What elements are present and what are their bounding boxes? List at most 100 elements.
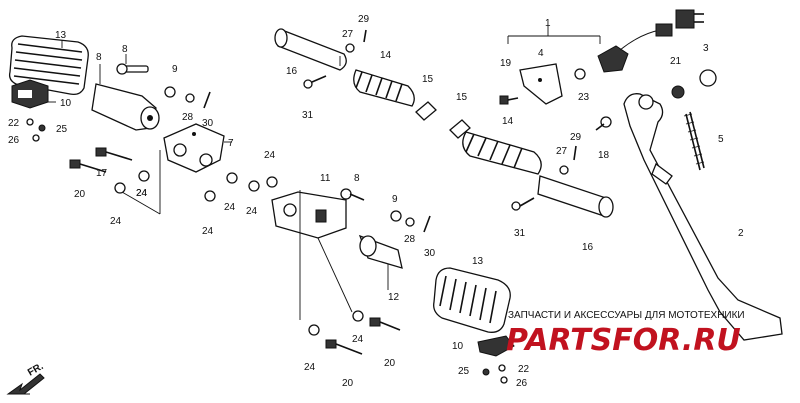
callout-24-d: 24 (224, 202, 236, 213)
callout-8-upper: 8 (122, 44, 128, 55)
washer-24-h (308, 324, 320, 336)
callout-24-g: 24 (352, 334, 364, 345)
callout-17: 17 (96, 168, 108, 179)
stand-spring (683, 111, 705, 171)
callout-13-upper: 13 (55, 30, 67, 41)
callout-22-lower: 22 (518, 364, 530, 375)
callout-8-lower: 8 (354, 173, 360, 184)
callout-25-lower: 25 (458, 366, 470, 377)
pivot-pin-upper-left (116, 63, 149, 75)
nut-21 (671, 85, 685, 99)
callout-9-lower: 9 (392, 194, 398, 205)
bolt-20-left (69, 159, 107, 173)
bolt-17 (95, 147, 133, 161)
footpeg-rubber-right (433, 267, 511, 333)
callout-12-upper: 12 (388, 292, 400, 303)
callout-30-lower: 30 (424, 248, 436, 259)
step-rubber-lower (462, 131, 542, 175)
washer-22-right (498, 364, 506, 372)
bolt-31-lower (511, 197, 535, 211)
cap-3 (699, 69, 717, 87)
bolt-20-bottom (325, 339, 363, 355)
callout-23: 23 (578, 92, 590, 103)
bolt-19 (499, 95, 519, 105)
callout-24-h: 24 (304, 362, 316, 373)
callout-15-lower: 15 (456, 92, 468, 103)
callout-27-lower: 27 (556, 146, 568, 157)
rubber-holder-left (11, 79, 49, 109)
watermark-subtitle: ЗАПЧАСТИ И АКСЕССУАРЫ ДЛЯ МОТОТЕХНИКИ (508, 310, 745, 321)
callout-27-upper: 27 (342, 29, 354, 40)
bolt-20-mid (369, 317, 401, 331)
callout-20-mid: 20 (384, 358, 396, 369)
callout-10-left: 10 (60, 98, 72, 109)
callout-24-e: 24 (246, 206, 258, 217)
washer-23 (574, 68, 586, 80)
callout-24-b: 24 (136, 188, 148, 199)
callout-1: 1 (545, 18, 551, 29)
callout-24-f: 24 (264, 150, 276, 161)
footpeg-arm-right (358, 234, 403, 269)
callout-28-lower: 28 (404, 234, 416, 245)
callout-24-a: 24 (110, 216, 122, 227)
front-direction-label: FR. (26, 361, 46, 379)
callout-25-left: 25 (56, 124, 68, 135)
step-bracket-left (163, 123, 225, 173)
callout-31-lower: 31 (514, 228, 526, 239)
spring-9-left (164, 86, 176, 98)
cotter-pin-29-upper (363, 29, 367, 43)
washer-24-c (204, 190, 216, 202)
callout-26-lower: 26 (516, 378, 528, 389)
callout-24-c: 24 (202, 226, 214, 237)
watermark-brand: PARTSFOR.RU (506, 323, 741, 358)
step-bracket-right (271, 191, 347, 239)
callout-15-upper: 15 (422, 74, 434, 85)
callout-29-lower: 29 (570, 132, 582, 143)
callout-16-lower: 16 (582, 242, 594, 253)
callout-29-upper: 29 (358, 14, 370, 25)
callout-14-upper: 14 (380, 50, 392, 61)
washer-27-lower (559, 165, 569, 175)
bolt-26-left (32, 134, 40, 142)
callout-9-upper: 9 (172, 64, 178, 75)
washer-10-right (405, 217, 415, 227)
washer-24-f (266, 176, 278, 188)
washer-22-left (26, 118, 34, 126)
bolt-31-upper (303, 75, 327, 89)
watermark: ЗАПЧАСТИ И АКСЕССУАРЫ ДЛЯ МОТОТЕХНИКИ PA… (506, 310, 745, 358)
side-stand-switch (597, 9, 704, 73)
washer-24-d (226, 172, 238, 184)
front-direction-arrow: FR. (6, 361, 46, 395)
callout-22-left: 22 (8, 118, 20, 129)
cotter-pin-30-left (203, 91, 211, 109)
callout-18: 18 (598, 150, 610, 161)
footpeg-arm-left (91, 83, 160, 131)
callout-2: 2 (738, 228, 744, 239)
washer-24-g (352, 310, 364, 322)
callout-14-lower: 14 (502, 116, 514, 127)
callout-26-left: 26 (8, 135, 20, 146)
washer-15-lower (449, 119, 471, 139)
callout-11: 11 (320, 173, 331, 184)
spring-9-right (390, 210, 402, 222)
washer-15-upper (415, 101, 437, 121)
washer-24-a (114, 182, 126, 194)
pivot-pin-lower (340, 188, 365, 201)
bolt-26-right (500, 376, 508, 384)
callout-13-lower: 13 (472, 256, 484, 267)
nut-25-right (482, 368, 490, 376)
switch-plate (519, 63, 563, 105)
callout-19: 19 (500, 58, 512, 69)
bolt-18 (595, 116, 612, 131)
callout-20-left: 20 (74, 189, 86, 200)
washer-24-b (138, 170, 150, 182)
callout-10-lower: 10 (452, 341, 464, 352)
rubber-holder-right (477, 335, 515, 357)
pivot-shaft-lower (537, 175, 614, 218)
callout-28-upper: 28 (182, 112, 194, 123)
callout-20-bottom: 20 (342, 378, 354, 389)
cotter-pin-30-right (423, 215, 431, 233)
side-stand (623, 93, 783, 341)
callout-8-arm: 8 (96, 52, 102, 63)
